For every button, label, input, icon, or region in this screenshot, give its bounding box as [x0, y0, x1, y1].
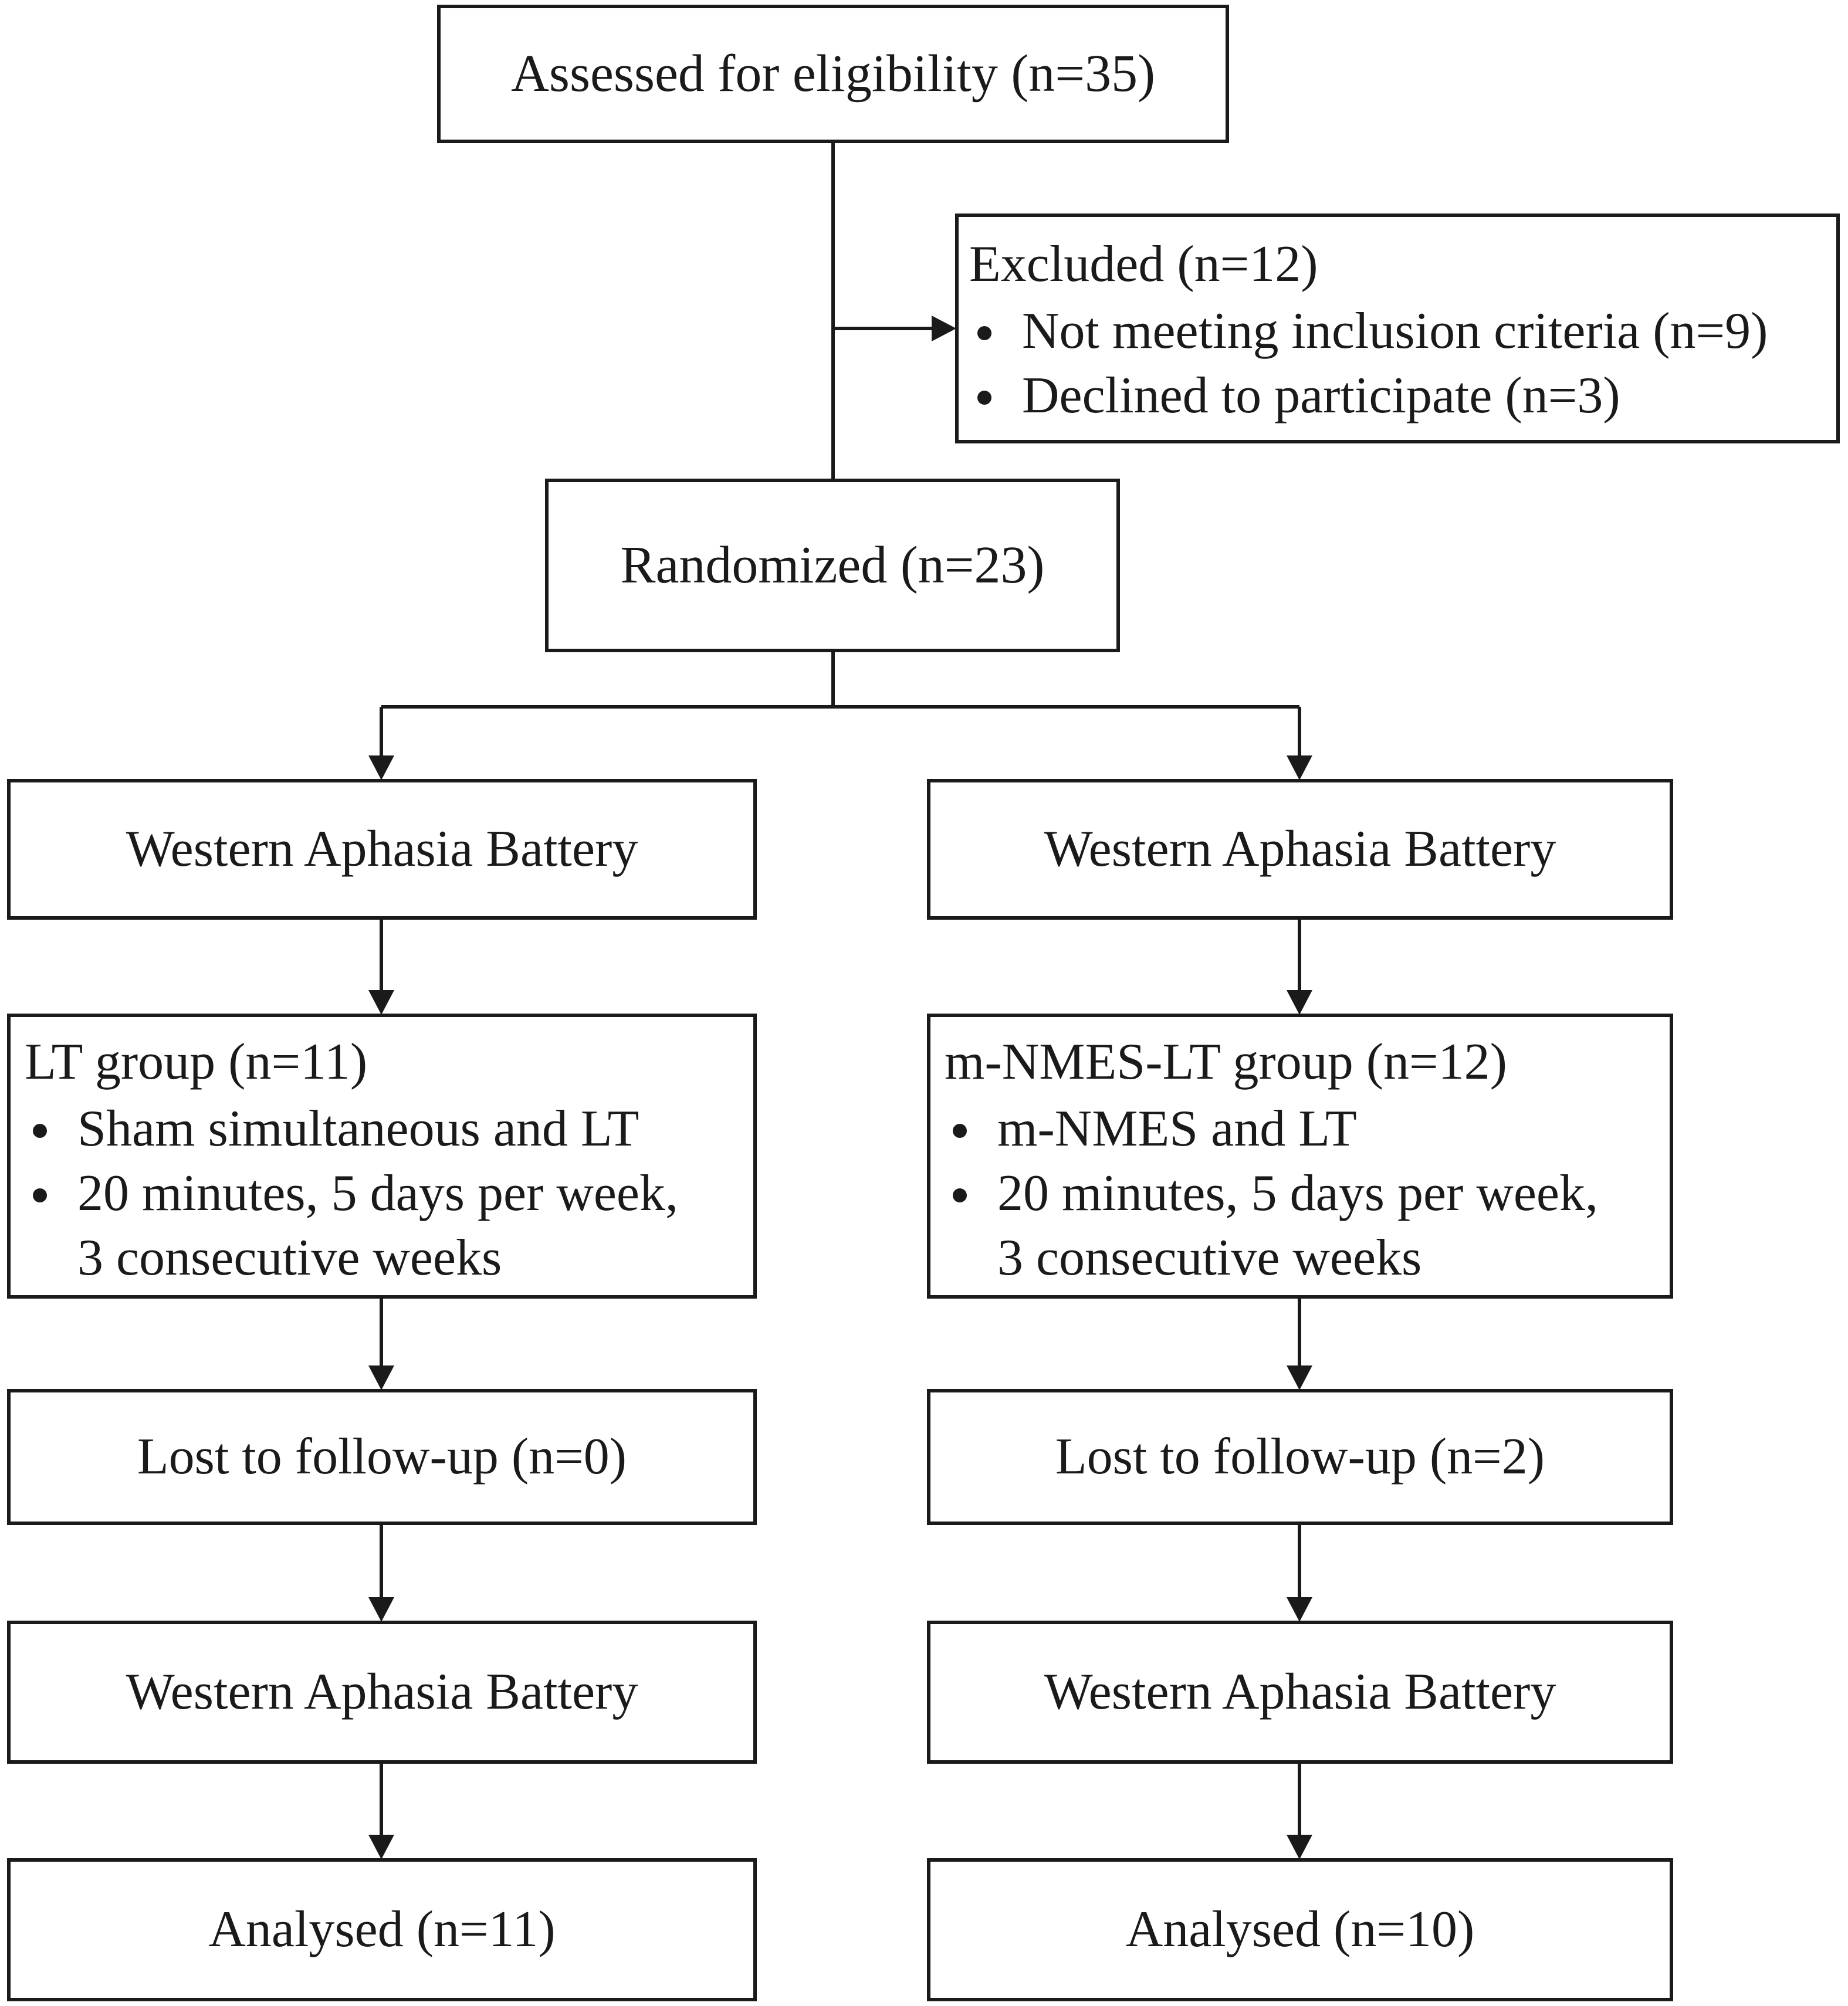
mnmes-group-item: m-NMES and LT	[945, 1097, 1670, 1161]
arrowhead-icon	[1287, 1365, 1312, 1390]
randomized-text: Randomized (n=23)	[620, 536, 1045, 594]
left-wab-post-text: Western Aphasia Battery	[126, 1663, 638, 1720]
left-analysed-box: Analysed (n=11)	[7, 1858, 757, 2001]
mnmes-group-list: m-NMES and LT 20 minutes, 5 days per wee…	[945, 1097, 1670, 1290]
lt-group-list: Sham simultaneous and LT 20 minutes, 5 d…	[25, 1097, 753, 1290]
excluded-list: Not meeting inclusion criteria (n=9) Dec…	[969, 299, 1836, 428]
left-lost-text: Lost to follow-up (n=0)	[137, 1428, 627, 1485]
right-lost-text: Lost to follow-up (n=2)	[1055, 1428, 1545, 1485]
assessed-text: Assessed for eligibility (n=35)	[510, 44, 1156, 103]
arrowhead-icon	[368, 1597, 394, 1622]
excluded-item: Not meeting inclusion criteria (n=9)	[969, 299, 1836, 364]
right-analysed-text: Analysed (n=10)	[1125, 1901, 1475, 1958]
lt-group-item: 20 minutes, 5 days per week, 3 consecuti…	[25, 1161, 753, 1290]
arrowhead-icon	[368, 990, 394, 1015]
left-analysed-text: Analysed (n=11)	[208, 1901, 556, 1958]
lt-group-item: Sham simultaneous and LT	[25, 1097, 753, 1161]
right-wab-pre-text: Western Aphasia Battery	[1044, 821, 1556, 877]
mnmes-group-title: m-NMES-LT group (n=12)	[945, 1034, 1507, 1090]
arrowhead-icon	[368, 755, 394, 780]
assessed-box: Assessed for eligibility (n=35)	[437, 5, 1229, 143]
mnmes-group-box: m-NMES-LT group (n=12) m-NMES and LT 20 …	[927, 1014, 1673, 1299]
arrowhead-icon	[932, 316, 956, 341]
arrowhead-icon	[1287, 990, 1312, 1015]
right-lost-box: Lost to follow-up (n=2)	[927, 1389, 1673, 1525]
left-lost-box: Lost to follow-up (n=0)	[7, 1389, 757, 1525]
right-wab-post-box: Western Aphasia Battery	[927, 1621, 1673, 1764]
lt-group-box: LT group (n=11) Sham simultaneous and LT…	[7, 1014, 757, 1299]
arrowhead-icon	[368, 1835, 394, 1859]
excluded-box: Excluded (n=12) Not meeting inclusion cr…	[955, 214, 1840, 443]
randomized-box: Randomized (n=23)	[545, 479, 1120, 652]
lt-group-title: LT group (n=11)	[25, 1034, 368, 1090]
mnmes-group-item: 20 minutes, 5 days per week, 3 consecuti…	[945, 1161, 1670, 1290]
arrowhead-icon	[1287, 755, 1312, 780]
excluded-item: Declined to participate (n=3)	[969, 364, 1836, 428]
excluded-title: Excluded (n=12)	[969, 236, 1318, 293]
right-wab-pre-box: Western Aphasia Battery	[927, 779, 1673, 920]
left-wab-post-box: Western Aphasia Battery	[7, 1621, 757, 1764]
arrowhead-icon	[1287, 1835, 1312, 1859]
left-wab-pre-box: Western Aphasia Battery	[7, 779, 757, 920]
arrowhead-icon	[1287, 1597, 1312, 1622]
arrowhead-icon	[368, 1365, 394, 1390]
right-wab-post-text: Western Aphasia Battery	[1044, 1663, 1556, 1720]
right-analysed-box: Analysed (n=10)	[927, 1858, 1673, 2001]
left-wab-pre-text: Western Aphasia Battery	[126, 821, 638, 877]
